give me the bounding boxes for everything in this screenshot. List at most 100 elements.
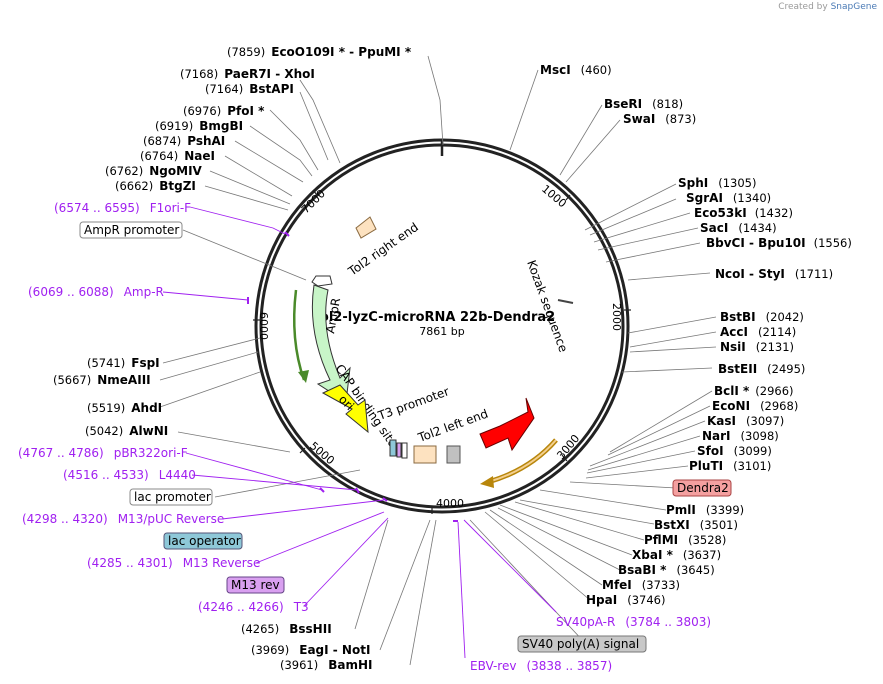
primer-name: SV40pA-R: [556, 615, 615, 629]
site-pos: (6919): [155, 119, 193, 133]
site-pos: (3098): [741, 429, 779, 443]
site-pos: (2495): [767, 362, 805, 376]
svg-text:(5519)AhdI: (5519)AhdI: [87, 401, 162, 415]
leader-lines-right: [469, 69, 717, 645]
primer-range: (6574 .. 6595): [54, 201, 140, 215]
svg-text:SV40pA-R(3784 .. 3803): SV40pA-R(3784 .. 3803): [556, 615, 711, 629]
site-pos: (2968): [760, 399, 798, 413]
svg-text:EcoNI(2968): EcoNI (2968): [712, 399, 798, 413]
site-name: SwaI: [623, 112, 655, 126]
svg-text:(4767 .. 4786)pBR322ori-F: (4767 .. 4786)pBR322ori-F: [18, 446, 188, 460]
dendra2-box: [672, 479, 732, 497]
site-pos: (6764): [140, 149, 178, 163]
primer-labels: (6574 .. 6595)F1ori-F (6069 .. 6088)Amp-…: [18, 201, 711, 673]
tol2-right-end-feature: [355, 216, 377, 239]
svg-text:SgrAI(1340): SgrAI(1340): [686, 191, 771, 205]
site-name: FspI: [131, 356, 159, 370]
site-pos: (5667): [53, 373, 91, 387]
site-name: SfoI: [697, 444, 724, 458]
primer-range: (4298 .. 4320): [22, 512, 108, 526]
site-name: EcoNI: [712, 399, 750, 413]
svg-text:(6976)PfoI *: (6976)PfoI *: [183, 104, 265, 118]
svg-text:(6919)BmgBI: (6919)BmgBI: [155, 119, 243, 133]
site-name: PflMI: [644, 533, 678, 547]
primer-name: M13/pUC Reverse: [118, 512, 225, 526]
site-name: XbaI *: [632, 548, 674, 562]
ampr-promoter-box: [79, 221, 183, 239]
svg-text:(6662)BtgZI: (6662)BtgZI: [115, 179, 196, 193]
site-name: NmeAIII: [97, 373, 150, 387]
svg-text:SphI(1305): SphI(1305): [678, 176, 757, 190]
primer-leader-lines: [162, 206, 557, 659]
sv40-feature: [446, 445, 461, 464]
tick-label-6000: 6000: [257, 312, 270, 340]
site-name: EcoO109I * - PpuMI *: [271, 45, 412, 59]
primer-name: F1ori-F: [150, 201, 191, 215]
site-pos: (4265): [241, 622, 279, 636]
kozak-label: Kozak sequence: [524, 258, 570, 354]
site-name: Eco53kI: [694, 206, 747, 220]
ampr-primer-arrowhead: [298, 370, 309, 383]
site-name: AccI: [720, 325, 748, 339]
site-name: BstEII: [718, 362, 757, 376]
site-pos: (3101): [733, 459, 771, 473]
site-pos: (3637): [683, 548, 721, 562]
svg-text:NsiI(2131): NsiI(2131): [720, 340, 794, 354]
kozak-mark: [557, 299, 574, 304]
primer-name: Amp-R: [124, 285, 164, 299]
svg-text:(5042)AlwNI: (5042)AlwNI: [85, 424, 168, 438]
site-pos: (3528): [688, 533, 726, 547]
dendra2-label: Dendra2: [677, 481, 729, 495]
tick-label-7000: 7000: [299, 187, 328, 216]
svg-text:PflMI(3528): PflMI (3528): [644, 533, 726, 547]
site-pos: (873): [665, 112, 696, 126]
svg-text:BstEII(2495): BstEII (2495): [718, 362, 805, 376]
svg-text:BsaBI *(3645): BsaBI *(3645): [618, 563, 715, 577]
site-pos: (6976): [183, 104, 221, 118]
ampr-promoter-arrow: [311, 275, 333, 287]
boxed-feature-labels: AmpR promoter lac promoter lac operator …: [79, 221, 732, 653]
svg-text:(4516 .. 4533)L4440: (4516 .. 4533)L4440: [63, 468, 196, 482]
svg-text:SfoI(3099): SfoI (3099): [697, 444, 772, 458]
leader-lines-left-top: [159, 55, 444, 498]
site-pos: (7859): [227, 45, 265, 59]
site-pos: (3099): [734, 444, 772, 458]
tick-label-4000: 4000: [436, 497, 464, 510]
snapgene-logo: SnapGene: [830, 2, 877, 12]
svg-text:(3969)EagI - NotI: (3969)EagI - NotI: [251, 643, 370, 657]
dendra2-primer-arc-inner: [487, 439, 557, 483]
snapgene-credit: Created by SnapGene: [778, 2, 877, 12]
leader-lines-bottom: [354, 519, 437, 666]
ampr-label: AmpR: [323, 297, 343, 335]
svg-text:PluTI(3101): PluTI(3101): [689, 459, 771, 473]
ampr-promoter-label: AmpR promoter: [84, 223, 179, 237]
svg-text:EBV-rev(3838 .. 3857): EBV-rev(3838 .. 3857): [470, 659, 612, 673]
svg-text:NarI(3098): NarI(3098): [702, 429, 779, 443]
primer-name: EBV-rev: [470, 659, 516, 673]
site-name: HpaI: [586, 593, 617, 607]
primer-range: (4767 .. 4786): [18, 446, 104, 460]
site-pos: (1340): [733, 191, 771, 205]
ampr-primer-arc: [292, 289, 306, 381]
svg-text:(4265)BssHII: (4265) BssHII: [241, 622, 332, 636]
site-name: KasI: [707, 414, 736, 428]
svg-text:SwaI(873): SwaI (873): [623, 112, 696, 126]
plasmid-length: 7861 bp: [419, 325, 464, 338]
site-pos: (2966): [755, 384, 793, 398]
site-name: PshAI: [187, 134, 225, 148]
site-name: BssHII: [289, 622, 331, 636]
site-name: NgoMIV: [149, 164, 202, 178]
site-pos: (1711): [795, 267, 833, 281]
site-pos: (3501): [700, 518, 738, 532]
site-pos: (5042): [85, 424, 123, 438]
site-pos: (3645): [676, 563, 714, 577]
site-name: SphI: [678, 176, 708, 190]
site-name: BclI *: [714, 384, 750, 398]
primer-name: T3: [293, 600, 309, 614]
site-name: BseRI: [604, 97, 642, 111]
svg-text:NcoI - StyI(1711): NcoI - StyI(1711): [715, 267, 833, 281]
primer-marks: [247, 231, 458, 522]
site-name: BtgZI: [159, 179, 196, 193]
primer-range: (4246 .. 4266): [198, 600, 284, 614]
svg-text:(4246 .. 4266)T3: (4246 .. 4266) T3: [198, 600, 309, 614]
